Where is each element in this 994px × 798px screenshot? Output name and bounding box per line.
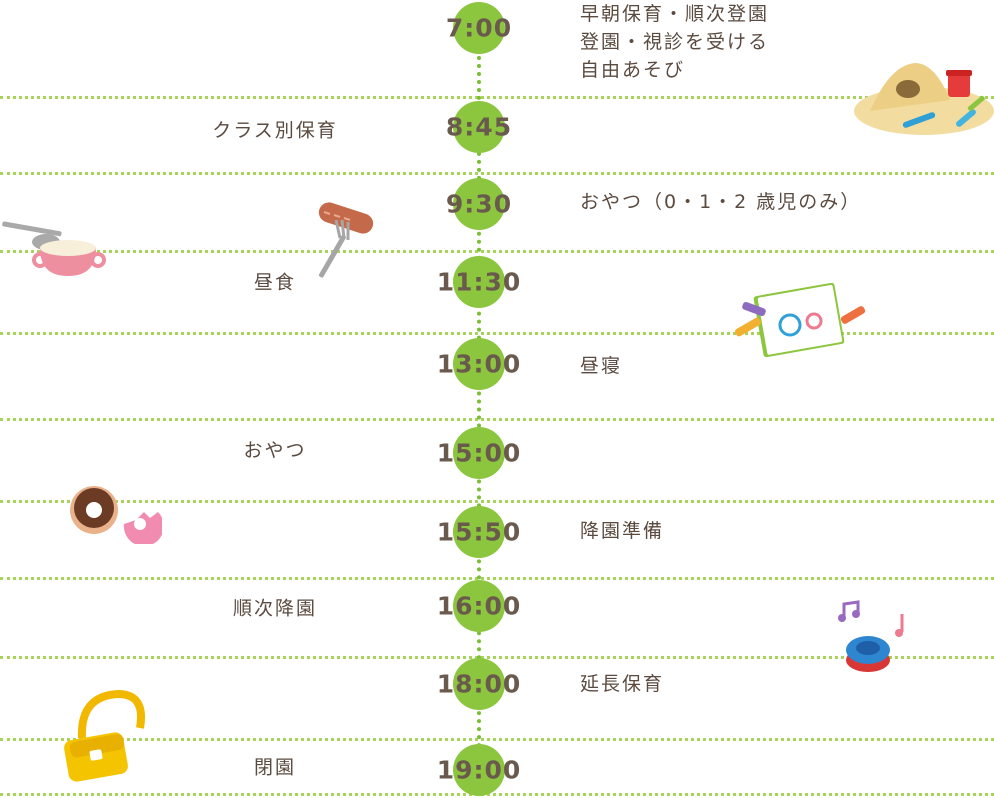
time-label: 9:30 [445, 189, 513, 219]
time-marker [453, 580, 505, 632]
activity-line: 自由あそび [580, 59, 686, 81]
row-divider [0, 656, 994, 659]
time-marker [453, 658, 505, 710]
time-marker [453, 744, 505, 796]
row-divider [0, 172, 994, 175]
timeline-line [477, 40, 481, 780]
donuts-icon [70, 486, 162, 544]
activity-left: 順次降園 [232, 597, 317, 620]
row-divider [0, 418, 994, 421]
time-marker [453, 2, 505, 54]
activity-line: 早朝保育・順次登園 [580, 3, 770, 25]
time-label: 18:00 [436, 669, 522, 699]
sausage-fork-icon [318, 202, 374, 278]
activity-left: 昼食 [253, 271, 296, 294]
time-label: 13:00 [436, 349, 522, 379]
activity-line: 登園・視診を受ける [580, 31, 770, 53]
row-divider [0, 738, 994, 741]
time-label: 11:30 [436, 267, 522, 297]
shoulder-bag-icon [64, 689, 145, 782]
row-divider [0, 500, 994, 503]
row-divider [0, 96, 994, 99]
activity-right: 延長保育 [580, 673, 665, 695]
time-marker [453, 338, 505, 390]
activity-left: 閉園 [253, 756, 296, 779]
sketchbook-crayons-icon [734, 283, 866, 358]
castanet-music-icon [838, 600, 904, 672]
time-label: 15:00 [436, 438, 522, 468]
time-label: 8:45 [445, 112, 513, 142]
activity-right: 昼寝 [580, 355, 623, 377]
time-label: 15:50 [436, 517, 522, 547]
soup-cup-icon [2, 221, 106, 276]
time-label: 7:00 [445, 13, 513, 43]
row-divider [0, 793, 994, 796]
time-marker [453, 178, 505, 230]
time-marker [453, 256, 505, 308]
activity-left: クラス別保育 [212, 119, 338, 142]
row-divider [0, 577, 994, 580]
row-divider [0, 250, 994, 253]
time-label: 19:00 [436, 755, 522, 785]
activity-right: 降園準備 [580, 520, 665, 542]
time-marker [453, 506, 505, 558]
row-divider [0, 332, 994, 335]
time-label: 16:00 [436, 591, 522, 621]
time-marker [453, 101, 505, 153]
activity-right: おやつ（0・1・2 歳児のみ） [580, 191, 862, 213]
activity-left: おやつ [243, 439, 307, 462]
time-marker [453, 427, 505, 479]
sandbox-toys-icon [854, 63, 994, 135]
activity-right: 早朝保育・順次登園 登園・視診を受ける 自由あそび [580, 0, 769, 84]
